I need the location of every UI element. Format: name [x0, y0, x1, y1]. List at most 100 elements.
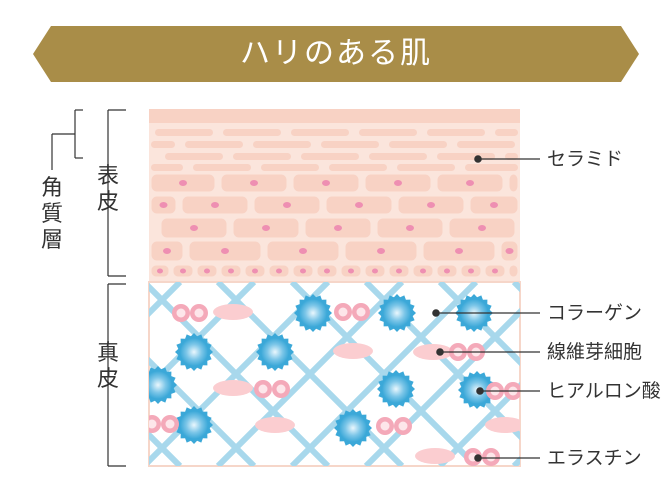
cell-nucleus [468, 268, 474, 274]
corneum-cell [389, 141, 447, 148]
cell-nucleus [190, 225, 198, 231]
cell-nucleus [455, 248, 463, 254]
corneum-cell [495, 129, 518, 136]
elastin-bead-core [486, 452, 496, 462]
cell-nucleus [180, 268, 186, 274]
cell-nucleus [228, 268, 234, 274]
collagen-fiber [662, 282, 671, 466]
callout-lines [432, 155, 540, 462]
corneum-cell [253, 141, 311, 148]
page-title: ハリのある肌 [240, 36, 432, 71]
collagen-fiber [662, 282, 671, 466]
cell-nucleus [159, 202, 168, 208]
cell-nucleus [276, 268, 282, 274]
elastin-bead-core [176, 308, 186, 318]
bracket-dermis [107, 283, 126, 467]
label-hyaluronic-acid: ヒアルロン酸 [547, 380, 661, 402]
cell-nucleus [492, 268, 498, 274]
label-dermis: 真皮 [96, 341, 119, 392]
fibroblast [333, 343, 373, 359]
collagen-fiber [149, 430, 183, 466]
elastin-bead-core [194, 308, 204, 318]
cell-nucleus [348, 268, 354, 274]
label-ceramide: セラミド [547, 148, 624, 170]
elastin-bead-core [258, 384, 268, 394]
corneum-cell [505, 153, 518, 160]
fibroblast [485, 417, 520, 433]
hyaluronic-core [149, 371, 172, 399]
cell-nucleus [478, 225, 486, 231]
cell-nucleus [300, 268, 306, 274]
cell-nucleus [211, 202, 219, 208]
cell-nucleus [355, 202, 363, 208]
label-epidermis: 表皮 [96, 164, 119, 215]
corneum-cell [397, 164, 455, 171]
fibroblast [255, 417, 295, 433]
corneum-cell [321, 141, 379, 148]
corneum-cell [165, 153, 223, 160]
collagen-fiber [437, 381, 520, 466]
corneum-cell [223, 129, 281, 136]
cell-nucleus [283, 202, 291, 208]
epidermis-cell [508, 173, 519, 193]
cell-nucleus [394, 180, 402, 186]
corneum-cell [427, 129, 485, 136]
hyaluronic-core [382, 375, 410, 403]
cell-nucleus [505, 248, 514, 254]
corneum-cell [301, 153, 359, 160]
cell-nucleus [322, 180, 330, 186]
label-collagen: コラーゲン [547, 302, 643, 324]
fibroblasts [213, 304, 520, 464]
fibroblast [415, 448, 455, 464]
collagen-fiber [215, 282, 405, 466]
label-stratum-corneum: 角質層 [40, 176, 63, 253]
corneum-cell [151, 164, 183, 171]
cell-nucleus [157, 268, 163, 274]
hyaluronic-core [180, 411, 208, 439]
collagen-fiber [0, 282, 32, 466]
cell-nucleus [179, 180, 187, 186]
hyaluronic-core [383, 299, 411, 327]
cell-nucleus [324, 268, 330, 274]
hyaluronic-core [339, 414, 367, 442]
corneum-cell [291, 129, 349, 136]
elastin-bead-core [165, 419, 175, 429]
cell-nucleus [334, 225, 342, 231]
cell-nucleus [444, 268, 450, 274]
cell-nucleus [262, 225, 270, 231]
collagen-fiber [149, 282, 183, 318]
cell-nucleus [396, 268, 402, 274]
hyaluronic-core [299, 299, 327, 327]
cell-nucleus [490, 202, 498, 208]
corneum-cell [465, 164, 518, 171]
corneum-cell [193, 164, 251, 171]
stratum-corneum-layers [151, 129, 518, 171]
fibroblast [213, 380, 253, 396]
collagen-fiber [0, 282, 106, 466]
corneum-cell [369, 153, 427, 160]
collagen-fiber [0, 282, 106, 466]
cell-nucleus [466, 180, 474, 186]
cell-nucleus [204, 268, 210, 274]
title-banner [33, 26, 639, 82]
corneum-cell [457, 141, 515, 148]
label-elastin: エラスチン [547, 447, 642, 469]
elastin-bead-core [338, 307, 348, 317]
fibroblast [213, 304, 253, 320]
bracket-epidermis [107, 109, 126, 277]
cell-nucleus [427, 202, 435, 208]
corneum-cell [151, 141, 175, 148]
hyaluronic-core [180, 338, 208, 366]
corneum-cell [233, 153, 291, 160]
fibroblast [413, 344, 453, 360]
label-fibroblast: 線維芽細胞 [547, 341, 643, 363]
corneum-cell [261, 164, 319, 171]
elastin-bead-core [356, 307, 366, 317]
cell-nucleus [377, 248, 385, 254]
cell-nucleus [299, 248, 307, 254]
corneum-cell [329, 164, 387, 171]
corneum-cell [185, 141, 243, 148]
corneum-cell [359, 129, 417, 136]
cell-nucleus [221, 248, 229, 254]
